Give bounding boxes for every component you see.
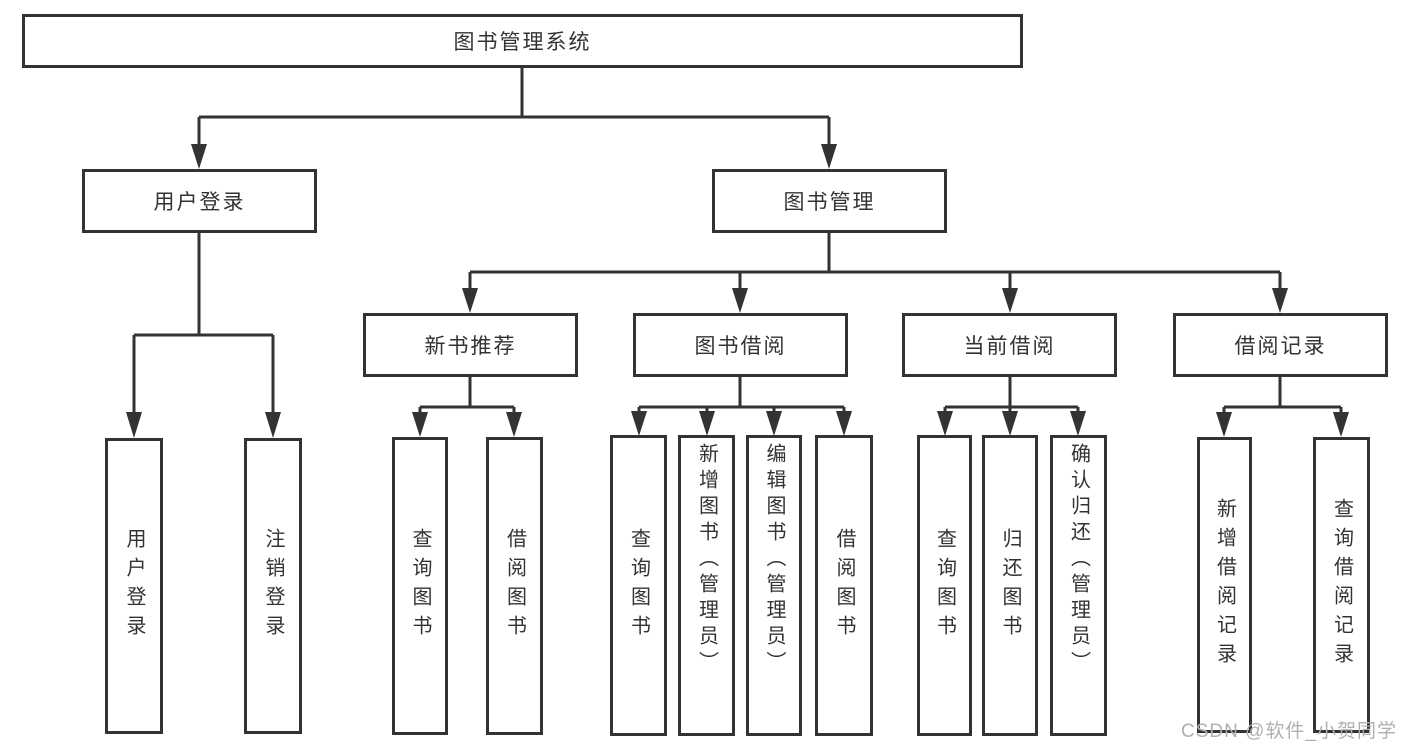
node-label: 用户登录 — [123, 528, 145, 644]
csdn-watermark: CSDN @软件_小贺同学 — [1181, 721, 1397, 742]
node-label: 新增借阅记录 — [1213, 498, 1236, 672]
node-leaf-user-login: 用户登录 — [105, 438, 163, 734]
node-label: 确认归还（管理员） — [1067, 443, 1090, 677]
node-book-management: 图书管理 — [712, 169, 947, 233]
node-new-book-recommend: 新书推荐 — [363, 313, 578, 377]
node-leaf-return-books: 归还图书 — [982, 435, 1038, 736]
node-leaf-query-books-current: 查询图书 — [917, 435, 972, 736]
node-borrow-records: 借阅记录 — [1173, 313, 1388, 377]
node-label: 借阅记录 — [1234, 335, 1327, 358]
node-leaf-borrow-books: 借阅图书 — [815, 435, 873, 736]
node-book-borrow: 图书借阅 — [633, 313, 848, 377]
node-label: 查询借阅记录 — [1330, 498, 1353, 672]
node-leaf-add-borrow-record: 新增借阅记录 — [1197, 437, 1252, 733]
node-label: 新书推荐 — [424, 335, 517, 358]
node-label: 注销登录 — [262, 528, 284, 644]
node-label: 查询图书 — [933, 527, 956, 644]
node-leaf-add-books-admin: 新增图书（管理员） — [678, 435, 735, 736]
node-label: 查询图书 — [627, 527, 650, 644]
node-label: 用户登录 — [153, 191, 246, 214]
node-leaf-query-books-recommend: 查询图书 — [392, 437, 448, 735]
node-library-management-system: 图书管理系统 — [22, 14, 1023, 68]
node-current-borrow: 当前借阅 — [902, 313, 1117, 377]
node-leaf-query-books-borrow: 查询图书 — [610, 435, 667, 736]
node-label: 编辑图书（管理员） — [763, 443, 785, 677]
node-label: 图书管理 — [783, 191, 876, 214]
node-label: 借阅图书 — [503, 528, 526, 644]
node-leaf-borrow-books-recommend: 借阅图书 — [486, 437, 543, 735]
node-label: 当前借阅 — [963, 335, 1056, 358]
node-leaf-confirm-return-admin: 确认归还（管理员） — [1050, 435, 1107, 736]
node-user-login: 用户登录 — [82, 169, 317, 233]
node-leaf-query-borrow-record: 查询借阅记录 — [1313, 437, 1370, 733]
node-label: 归还图书 — [999, 527, 1021, 644]
node-label: 借阅图书 — [833, 527, 855, 644]
node-leaf-logout: 注销登录 — [244, 438, 302, 734]
node-label: 新增图书（管理员） — [695, 443, 718, 677]
node-label: 查询图书 — [409, 528, 431, 644]
node-label: 图书管理系统 — [453, 31, 592, 54]
node-label: 图书借阅 — [694, 335, 787, 358]
node-leaf-edit-books-admin: 编辑图书（管理员） — [746, 435, 802, 736]
